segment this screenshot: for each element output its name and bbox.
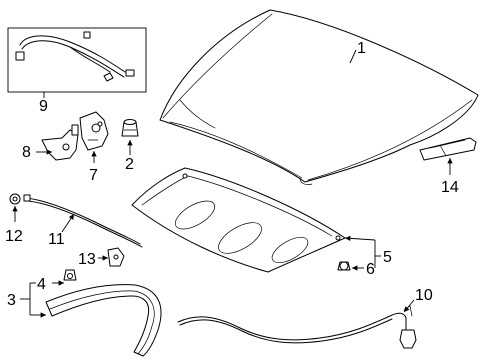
- seal-strip: [419, 137, 477, 161]
- hood-seal: [45, 284, 162, 357]
- leader-11: [61, 213, 75, 233]
- inset-box-9: [7, 27, 147, 93]
- callout-3: 3: [7, 292, 16, 309]
- callout-11: 11: [48, 231, 65, 248]
- callout-2: 2: [125, 156, 134, 173]
- hood-hinge: [41, 124, 79, 161]
- hood-release-cable: [177, 305, 417, 349]
- prop-rod-holder: [107, 247, 125, 267]
- hood-insulator: [131, 167, 346, 273]
- leader-1: [349, 49, 357, 64]
- callout-9: 9: [39, 98, 48, 115]
- callout-5: 5: [383, 249, 392, 266]
- callout-14: 14: [441, 179, 459, 196]
- leader-10: [403, 299, 415, 313]
- grommet: [9, 193, 21, 205]
- hood-panel: [159, 9, 479, 185]
- bumper-stop: [121, 119, 139, 137]
- prop-rod: [23, 194, 143, 248]
- callout-4: 4: [37, 276, 46, 293]
- callout-6: 6: [366, 261, 375, 278]
- callout-8: 8: [22, 144, 31, 161]
- callout-1: 1: [357, 40, 366, 57]
- callout-13: 13: [78, 251, 96, 268]
- leader-5a: [344, 235, 376, 242]
- callout-10: 10: [415, 287, 433, 304]
- callout-12: 12: [5, 228, 23, 245]
- hood-latch: [79, 111, 109, 151]
- release-handle-icon: [15, 51, 25, 61]
- callout-7: 7: [89, 167, 98, 184]
- insulator-clip: [337, 261, 351, 271]
- seal-clip: [63, 269, 77, 281]
